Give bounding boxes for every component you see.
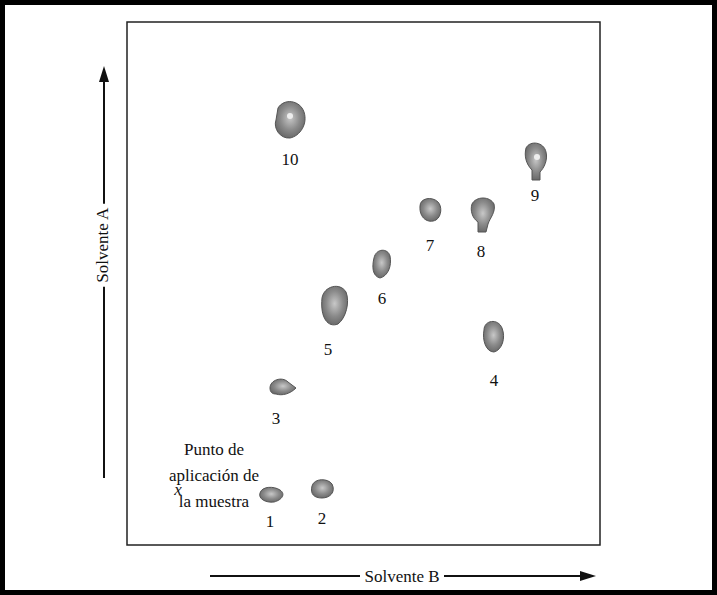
callout-number: 10 (282, 150, 299, 170)
spot-8 (471, 198, 494, 232)
axis-label: Solvente B (360, 567, 443, 587)
spot-1 (260, 487, 283, 502)
spot-10 (275, 102, 305, 138)
callout-number: 5 (324, 340, 333, 360)
spot-7 (420, 199, 441, 222)
callout-number: 9 (531, 186, 540, 206)
spot-9 (525, 143, 546, 180)
application-note: Punto de aplicación de la muestra (168, 437, 260, 515)
origin-mark: x (174, 480, 182, 500)
plate-border (127, 22, 600, 545)
callout-number: 2 (318, 509, 327, 529)
callout-number: 3 (272, 409, 281, 429)
spots (260, 102, 547, 503)
spot-2 (311, 480, 333, 498)
spot-6 (373, 250, 391, 278)
spot-4 (483, 321, 503, 352)
spot-3 (270, 379, 296, 395)
outer-frame (3, 3, 715, 593)
callout-number: 1 (266, 512, 275, 532)
callout-number: 8 (477, 242, 486, 262)
spot-5 (322, 286, 348, 325)
axis-label: Solvente A (94, 203, 114, 286)
callout-number: 4 (490, 371, 499, 391)
callout-number: 7 (426, 236, 435, 256)
callout-number: 6 (378, 289, 387, 309)
